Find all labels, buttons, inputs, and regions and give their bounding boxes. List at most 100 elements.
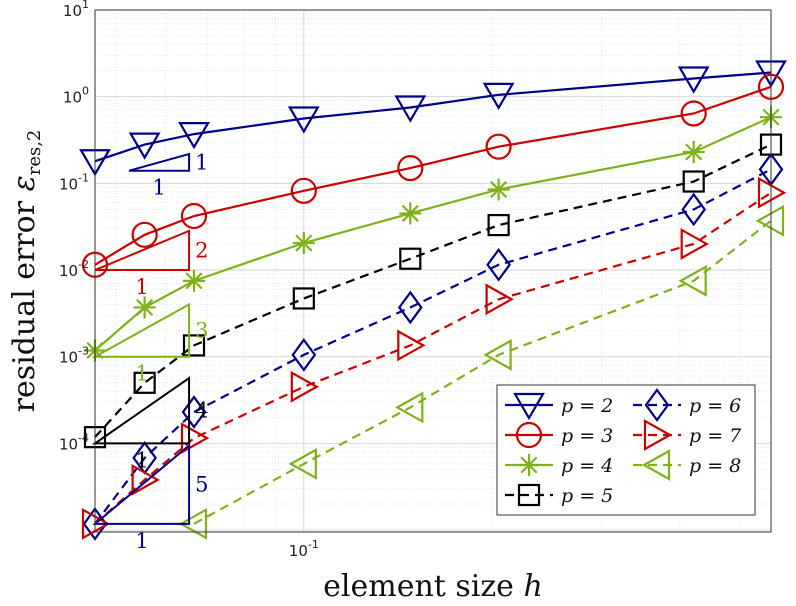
slope-triangle-shape bbox=[91, 376, 191, 445]
marker-circle bbox=[515, 421, 543, 449]
marker-triangle-down bbox=[128, 132, 161, 160]
marker-triangle-down bbox=[394, 95, 427, 123]
marker-asterisk bbox=[518, 454, 540, 476]
plot-frame bbox=[94, 9, 772, 533]
series-line bbox=[94, 143, 772, 438]
y-tick-base: 10 bbox=[59, 435, 78, 453]
slope-rise-label: 4 bbox=[195, 399, 208, 423]
asterisk-stroke bbox=[520, 456, 538, 474]
y-axis-variable: ε bbox=[7, 175, 42, 191]
marker-triangle-left bbox=[178, 507, 208, 540]
marker-square bbox=[487, 213, 510, 237]
y-tick-label: 10-2 bbox=[59, 258, 89, 280]
y-tick-base: 10 bbox=[59, 175, 78, 193]
slope-run-label: 1 bbox=[135, 362, 148, 386]
slope-triangle: 13 bbox=[91, 302, 208, 386]
legend-label: p = 6 bbox=[689, 395, 741, 417]
legend-label: p = 7 bbox=[689, 425, 742, 447]
y-tick-base: 10 bbox=[63, 89, 82, 107]
slope-run-label: 1 bbox=[135, 529, 148, 553]
marker-triangle-right bbox=[397, 329, 426, 362]
marker-triangle-down bbox=[482, 82, 515, 111]
marker-triangle-right bbox=[131, 463, 160, 496]
series-line bbox=[94, 116, 772, 352]
y-tick-label: 10-1 bbox=[59, 171, 89, 193]
marker-circle bbox=[180, 202, 208, 230]
marker-square bbox=[682, 170, 705, 193]
marker-triangle-down bbox=[677, 66, 710, 94]
marker-diamond bbox=[486, 247, 511, 282]
marker-triangle-left bbox=[395, 391, 424, 424]
slope-triangle-shape bbox=[92, 443, 191, 525]
y-tick-label: 100 bbox=[63, 85, 89, 107]
y-axis-subscript: res,2 bbox=[24, 130, 45, 176]
marker-triangle-right bbox=[485, 283, 514, 316]
x-tick-exponent: -1 bbox=[308, 538, 319, 551]
marker-diamond bbox=[291, 338, 317, 372]
slope-rise-label: 2 bbox=[195, 238, 208, 262]
marker-square bbox=[133, 371, 156, 394]
y-tick-base: 10 bbox=[59, 349, 78, 367]
asterisk-stroke bbox=[685, 143, 703, 161]
marker-circle bbox=[485, 133, 512, 160]
y-tick-label: 101 bbox=[63, 0, 89, 20]
y-tick-label: 10-4 bbox=[59, 431, 89, 453]
legend-label: p = 8 bbox=[689, 455, 741, 477]
y-axis-label-text: residual error bbox=[7, 191, 42, 412]
marker-triangle-down bbox=[287, 106, 320, 134]
marker-square bbox=[292, 287, 315, 310]
slope-triangle-shape bbox=[94, 229, 191, 272]
y-tick-exponent: -1 bbox=[78, 171, 89, 184]
slope-triangle: 12 bbox=[94, 229, 208, 299]
series-p3 bbox=[81, 73, 785, 278]
marker-triangle-left bbox=[288, 448, 317, 480]
marker-diamond bbox=[397, 290, 423, 325]
y-tick-exponent: 1 bbox=[82, 0, 89, 11]
legend-item-p2: p = 2 bbox=[505, 392, 613, 421]
marker-triangle-down bbox=[178, 122, 210, 150]
marker-diamond bbox=[681, 192, 707, 227]
x-axis-label-text: element size bbox=[323, 569, 523, 604]
y-tick-exponent: -2 bbox=[78, 258, 89, 271]
y-tick-exponent: -4 bbox=[78, 431, 89, 444]
marker-diamond bbox=[644, 388, 670, 422]
legend-item-p5: p = 5 bbox=[505, 483, 613, 507]
legend-label: p = 3 bbox=[561, 425, 613, 447]
legend-item-p4: p = 4 bbox=[505, 454, 613, 477]
marker-circle bbox=[397, 154, 424, 182]
slope-rise-label: 5 bbox=[195, 473, 208, 497]
marker-triangle-down bbox=[513, 392, 545, 421]
asterisk-stroke bbox=[401, 204, 419, 222]
legend-label: p = 4 bbox=[561, 455, 613, 477]
legend-item-p3: p = 3 bbox=[505, 421, 613, 449]
slope-run-label: 1 bbox=[135, 448, 148, 472]
x-tick-label: 10-1 bbox=[289, 538, 319, 560]
slope-rise-label: 3 bbox=[195, 319, 208, 343]
series-p8 bbox=[178, 204, 785, 540]
marker-triangle-left bbox=[641, 449, 671, 481]
marker-square bbox=[399, 247, 422, 270]
y-tick-base: 10 bbox=[63, 2, 82, 20]
legend-label: p = 2 bbox=[561, 395, 613, 417]
marker-square bbox=[182, 334, 206, 357]
series-line bbox=[94, 85, 772, 266]
marker-triangle-right bbox=[180, 422, 210, 455]
marker-triangle-right bbox=[290, 370, 320, 403]
slope-triangle: 15 bbox=[92, 443, 208, 553]
slope-triangle: 14 bbox=[91, 376, 208, 472]
slope-run-label: 1 bbox=[135, 275, 148, 299]
marker-asterisk bbox=[133, 296, 156, 319]
slope-run-label: 1 bbox=[152, 176, 165, 200]
marker-asterisk bbox=[292, 232, 315, 255]
legend-item-p8: p = 8 bbox=[633, 449, 741, 481]
asterisk-stroke bbox=[490, 180, 508, 199]
marker-square bbox=[517, 483, 541, 507]
y-tick-base: 10 bbox=[59, 262, 78, 280]
y-axis-label: residual error εres,2 bbox=[7, 130, 45, 413]
slope-triangle: 11 bbox=[128, 150, 208, 200]
marker-diamond bbox=[181, 395, 207, 429]
